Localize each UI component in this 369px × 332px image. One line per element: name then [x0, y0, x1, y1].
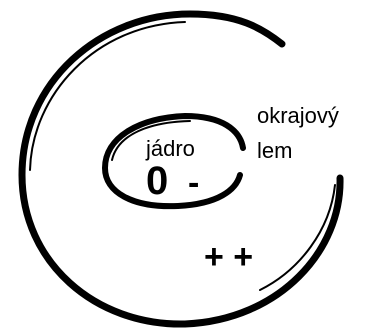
core-value: 0: [146, 159, 168, 203]
rim-signs: + +: [204, 238, 253, 276]
core-label: jádro: [145, 136, 195, 161]
core-sign: -: [188, 164, 199, 202]
rim-label-line2: lem: [257, 138, 292, 163]
rim-label-line1: okrajový: [257, 103, 339, 128]
outer-rim-stroke: [22, 14, 340, 324]
core-spiral-stroke: [105, 116, 243, 206]
